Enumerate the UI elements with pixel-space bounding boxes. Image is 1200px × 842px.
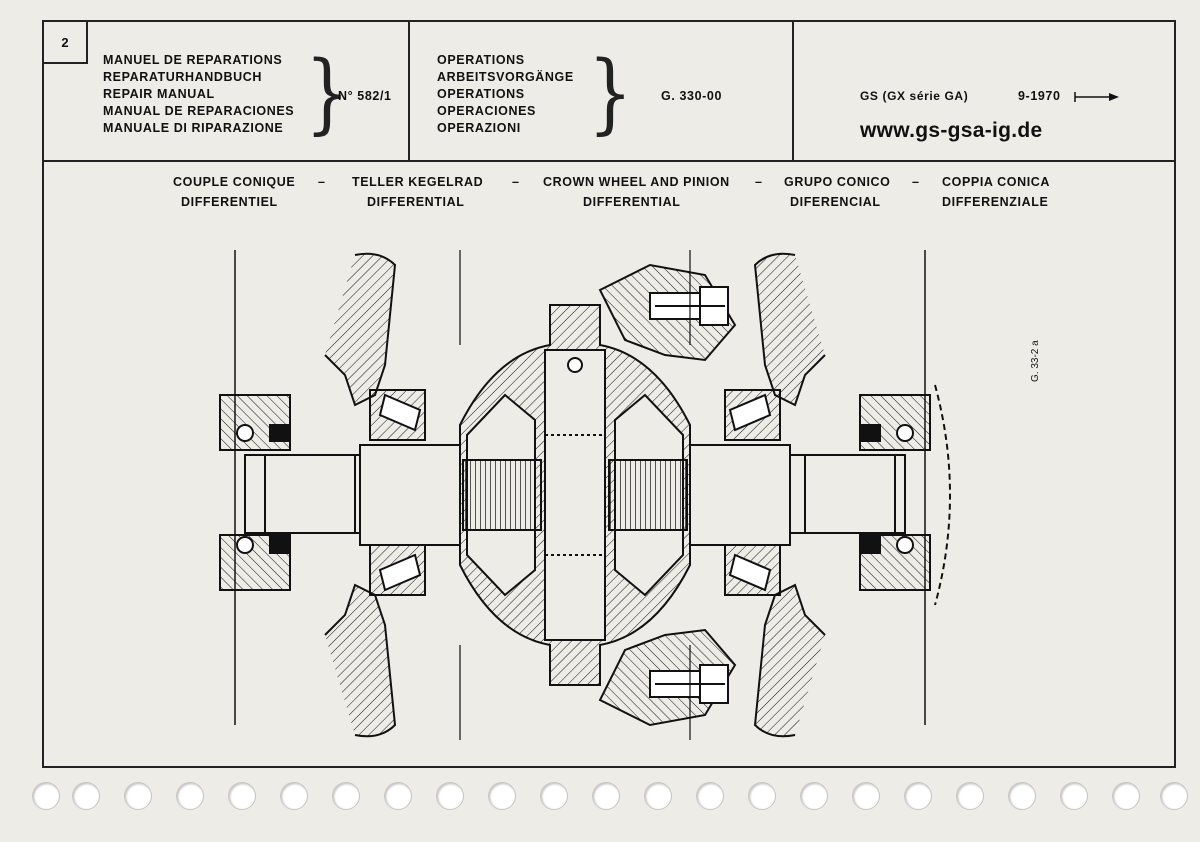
binder-hole: [592, 782, 620, 810]
binder-hole: [800, 782, 828, 810]
binder-hole: [1008, 782, 1036, 810]
subject-separator: –: [318, 175, 325, 189]
subject-de: TELLER KEGELRAD: [352, 175, 484, 189]
manual-number: N° 582/1: [338, 89, 392, 103]
differential-cross-section-drawing: [219, 250, 951, 740]
binder-hole: [644, 782, 672, 810]
binder-hole: [124, 782, 152, 810]
binder-hole: [436, 782, 464, 810]
binder-hole: [852, 782, 880, 810]
subject-separator: –: [755, 175, 762, 189]
operation-title-it: OPERAZIONI: [437, 121, 521, 135]
manual-titles: MANUEL DE REPARATIONS REPARATURHANDBUCH …: [103, 52, 294, 137]
operation-title-de: ARBEITSVORGÄNGE: [437, 70, 574, 84]
manual-title-de: REPARATURHANDBUCH: [103, 70, 263, 84]
header-divider: [42, 160, 1176, 162]
subject2-es: DIFERENCIAL: [790, 195, 881, 209]
binder-hole: [488, 782, 516, 810]
page-number: 2: [44, 22, 88, 64]
binder-hole: [280, 782, 308, 810]
binder-hole: [904, 782, 932, 810]
operation-title-es: OPERACIONES: [437, 104, 536, 118]
subject-en: CROWN WHEEL AND PINION: [543, 175, 730, 189]
subject2-fr: DIFFERENTIEL: [181, 195, 278, 209]
brace-icon: }: [588, 41, 633, 145]
subject2-it: DIFFERENZIALE: [942, 195, 1049, 209]
manual-title-it: MANUALE DI RIPARAZIONE: [103, 121, 284, 135]
subject-fr: COUPLE CONIQUE: [173, 175, 296, 189]
binder-hole: [540, 782, 568, 810]
binder-hole: [1160, 782, 1188, 810]
page-frame: [42, 20, 1176, 768]
manual-title-es: MANUAL DE REPARACIONES: [103, 104, 295, 118]
subject-es: GRUPO CONICO: [784, 175, 891, 189]
binder-hole: [956, 782, 984, 810]
binder-hole: [1060, 782, 1088, 810]
figure-reference: G. 33-2 a: [1030, 340, 1041, 382]
binder-hole: [696, 782, 724, 810]
operation-title-fr: OPERATIONS: [437, 53, 525, 67]
arrow-right-icon: [1074, 92, 1119, 102]
subject2-de: DIFFERENTIAL: [367, 195, 465, 209]
operation-title-en: OPERATIONS: [437, 87, 525, 101]
binder-hole: [228, 782, 256, 810]
header-column-divider: [408, 20, 410, 162]
website-watermark: www.gs-gsa-ig.de: [860, 119, 1043, 142]
binder-hole: [748, 782, 776, 810]
manual-title-fr: MANUEL DE REPARATIONS: [103, 53, 283, 67]
brace-icon: }: [305, 41, 350, 145]
vehicle-model: GS (GX série GA): [860, 89, 969, 103]
binder-holes: [0, 782, 1200, 832]
subject-it: COPPIA CONICA: [942, 175, 1051, 189]
subject-separator: –: [512, 175, 519, 189]
binder-hole: [384, 782, 412, 810]
binder-hole: [1112, 782, 1140, 810]
operation-code: G. 330-00: [661, 89, 722, 103]
header-column-divider: [792, 20, 794, 162]
operation-titles: OPERATIONS ARBEITSVORGÄNGE OPERATIONS OP…: [437, 52, 574, 137]
binder-hole: [176, 782, 204, 810]
binder-hole: [72, 782, 100, 810]
subject2-en: DIFFERENTIAL: [583, 195, 681, 209]
subject-separator: –: [912, 175, 919, 189]
issue-date: 9-1970: [1018, 89, 1061, 103]
binder-hole: [332, 782, 360, 810]
binder-hole: [32, 782, 60, 810]
manual-title-en: REPAIR MANUAL: [103, 87, 215, 101]
